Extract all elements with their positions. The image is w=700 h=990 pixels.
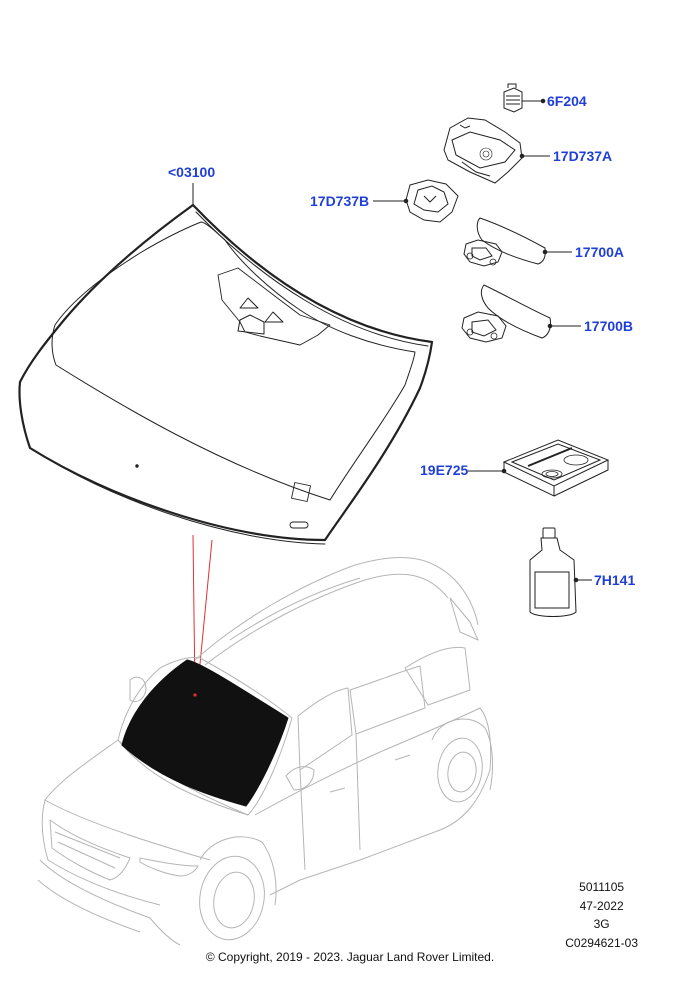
callout-17700b[interactable]: 17700B [584, 318, 634, 334]
reference-number: 5011105 [579, 880, 625, 894]
windscreen-part[interactable] [18, 203, 434, 545]
leader-endpoint [193, 693, 197, 697]
callout-7h141[interactable]: 7H141 [594, 572, 636, 588]
reference-info: 5011105 47-2022 3G C0294621-03 [565, 878, 638, 952]
kit-19e725-part[interactable] [468, 439, 610, 497]
callout-17700a[interactable]: 17700A [575, 244, 625, 260]
highlighted-windscreen-area [121, 659, 289, 807]
mirror-17700b-part[interactable] [461, 284, 581, 343]
reference-code: C0294621-03 [565, 935, 638, 950]
callout-19e725[interactable]: 19E725 [420, 462, 469, 478]
copyright-notice: © Copyright, 2019 - 2023. Jaguar Land Ro… [205, 950, 495, 964]
callout-6f204[interactable]: 6F204 [547, 93, 587, 109]
clip-6f204-part[interactable] [503, 83, 546, 113]
cover-17d737a-part[interactable] [443, 117, 550, 184]
cover-17d737b-part[interactable] [373, 179, 459, 223]
bottle-7h141-part[interactable] [529, 527, 592, 617]
callout-17d737a[interactable]: 17D737A [553, 148, 613, 164]
reference-date: 47-2022 [579, 898, 624, 913]
mirror-17700a-part[interactable] [463, 217, 572, 267]
vehicle-illustration [37, 556, 494, 946]
reference-group: 3G [593, 917, 610, 931]
callout-03100[interactable]: <03100 [168, 164, 216, 180]
callout-17d737b[interactable]: 17D737B [310, 193, 370, 209]
